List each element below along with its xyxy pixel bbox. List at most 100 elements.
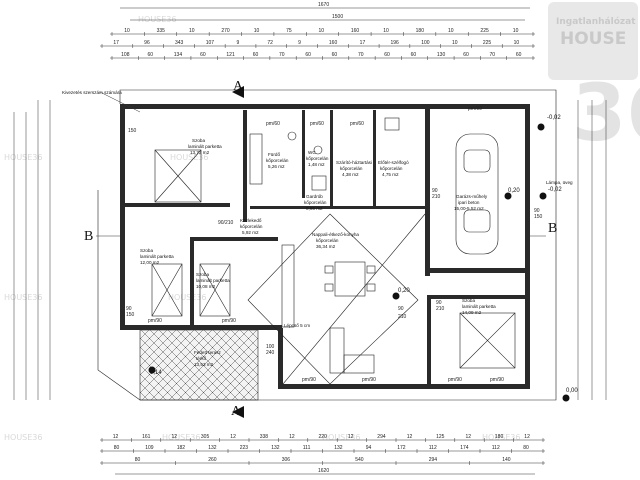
dim-value: 100 xyxy=(421,40,430,46)
dim-value: 60 xyxy=(463,52,469,58)
svg-text:ipari beton: ipari beton xyxy=(458,200,480,205)
hatch-line xyxy=(285,330,365,410)
hatch-line xyxy=(213,355,258,400)
dim-value: 540 xyxy=(355,457,364,463)
hatch-line xyxy=(330,330,410,410)
svg-text:0,95 m2: 0,95 m2 xyxy=(306,206,323,211)
dim-value: 294 xyxy=(377,434,386,440)
dim-value: 294 xyxy=(429,457,438,463)
section-marker-a-bottom: A xyxy=(231,404,242,419)
dim-value: 75 xyxy=(286,28,292,34)
svg-text:kőporcelán: kőporcelán xyxy=(266,158,289,163)
dim-value: 160 xyxy=(351,28,360,34)
hatch-line xyxy=(222,364,258,400)
dim-value: 132 xyxy=(334,445,343,451)
level-ext-bottom: 0,00 xyxy=(566,388,578,394)
level-marker-icon xyxy=(562,394,570,402)
svg-text:210: 210 xyxy=(398,314,407,320)
dim-value: 60 xyxy=(200,52,206,58)
dim-value: 225 xyxy=(483,40,492,46)
hatch-line xyxy=(339,330,419,410)
svg-text:4,75 m2: 4,75 m2 xyxy=(382,172,399,177)
interior-linework xyxy=(97,89,557,401)
walls xyxy=(120,104,530,389)
svg-text:pm/60: pm/60 xyxy=(266,121,280,127)
dim-value: 270 xyxy=(221,28,230,34)
svg-text:12,00 m2: 12,00 m2 xyxy=(140,260,160,265)
svg-text:Fürdő: Fürdő xyxy=(268,152,280,157)
dim-value: 108 xyxy=(121,52,130,58)
dim-value: 12 xyxy=(172,434,178,440)
dim-value: 140 xyxy=(502,457,511,463)
hatch-line xyxy=(186,330,258,400)
level-marker-icon xyxy=(539,192,547,200)
svg-text:100: 100 xyxy=(266,344,275,350)
level-entry: -0,02 xyxy=(547,115,561,121)
hatch-line xyxy=(140,373,167,400)
dim-value: 80 xyxy=(114,445,120,451)
level-marker-icon xyxy=(148,366,156,374)
level-ext-right: -0,02 xyxy=(548,187,562,193)
dim-value: 60 xyxy=(332,52,338,58)
svg-text:210: 210 xyxy=(436,306,445,312)
level-garage: 0,20 xyxy=(508,188,520,194)
dim-value: 260 xyxy=(208,457,217,463)
room-label: Szoba laminált parketta 12,00 m2 xyxy=(140,248,174,265)
watermark-text: HOUSE36 xyxy=(4,293,42,302)
dim-value: 10 xyxy=(452,40,458,46)
dim-value: 72 xyxy=(267,40,273,46)
dim-value: 70 xyxy=(358,52,364,58)
dim-value: 134 xyxy=(174,52,183,58)
hatch-line xyxy=(230,330,258,358)
svg-text:pm/90: pm/90 xyxy=(448,377,462,383)
room-labels: Szoba laminált parketta 13,72 m2 Fürdő k… xyxy=(140,138,496,367)
dim-value: 107 xyxy=(206,40,215,46)
dim-value: 70 xyxy=(279,52,285,58)
dim-value: 132 xyxy=(271,445,280,451)
dim-value: 96 xyxy=(144,40,150,46)
svg-text:Szoba: Szoba xyxy=(140,248,153,253)
hatch-line xyxy=(339,330,419,410)
svg-text:36,34 m2: 36,34 m2 xyxy=(316,244,336,249)
section-markers: A A B B xyxy=(84,79,557,419)
dim-value: 10 xyxy=(514,40,520,46)
house36-badge-logo: Ingatlanhálózat HOUSE 36 xyxy=(548,2,640,159)
svg-text:1,48 m2: 1,48 m2 xyxy=(308,162,325,167)
hatch-line xyxy=(150,330,222,400)
room-label: WC kőporcelán 1,48 m2 xyxy=(306,150,329,167)
hatch-line xyxy=(294,330,374,410)
hatch-line xyxy=(258,330,338,410)
dim-value: 10 xyxy=(448,28,454,34)
dim-value: 160 xyxy=(329,40,338,46)
ventilation-note: Kivezetés szerszám számára xyxy=(62,90,122,95)
dim-value: 109 xyxy=(145,445,154,451)
dim-value: 80 xyxy=(523,445,529,451)
dim-value: 12 xyxy=(407,434,413,440)
dim-value: 125 xyxy=(436,434,445,440)
room-label: Szoba laminált parketta 14,09 m2 xyxy=(462,298,496,315)
hatch-line xyxy=(312,330,392,410)
dim-value: 10 xyxy=(254,28,260,34)
dim-value: 130 xyxy=(437,52,446,58)
dim-value: 196 xyxy=(390,40,399,46)
svg-text:kőporcelán: kőporcelán xyxy=(316,238,339,243)
hatch-line xyxy=(141,330,213,400)
svg-text:Garázs-műhely: Garázs-műhely xyxy=(456,194,488,199)
svg-text:pm/90: pm/90 xyxy=(362,377,376,383)
badge-top-text: Ingatlanhálózat xyxy=(556,16,636,27)
watermark-text: HOUSE36 xyxy=(4,433,42,442)
dim-value: 343 xyxy=(175,40,184,46)
level-marker-icon xyxy=(504,192,512,200)
dim-value: 223 xyxy=(240,445,249,451)
dim-value: 12 xyxy=(466,434,472,440)
svg-text:90/210: 90/210 xyxy=(218,220,234,226)
hatch-line xyxy=(285,330,365,410)
dim-value: 10 xyxy=(124,28,130,34)
hatch-line xyxy=(168,330,240,400)
svg-text:90: 90 xyxy=(398,306,404,312)
hatch-line xyxy=(195,337,258,400)
dim-value: 9 xyxy=(237,40,240,46)
svg-text:10,08 m2: 10,08 m2 xyxy=(196,284,216,289)
